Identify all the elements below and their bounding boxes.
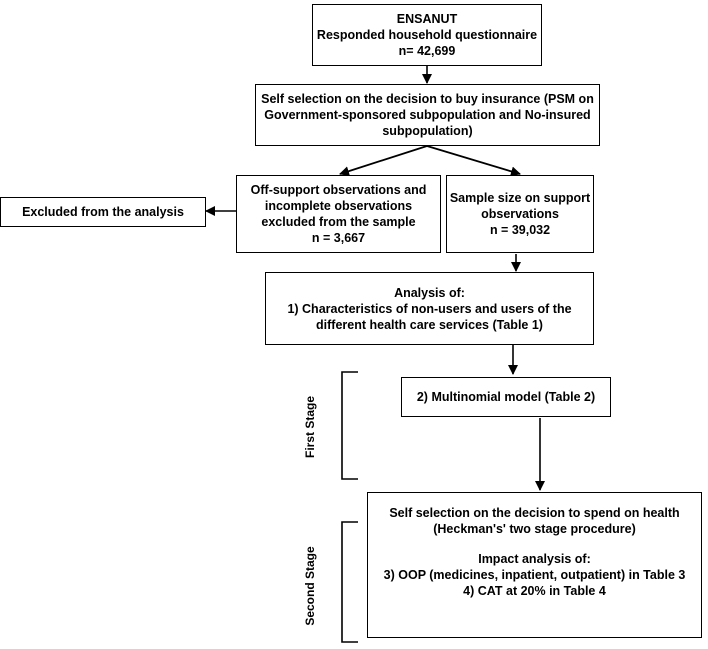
heckman-line-1: Self selection on the decision to spend … bbox=[389, 506, 680, 520]
insurance-selection-line-3: subpopulation) bbox=[382, 124, 473, 138]
analysis-line-2: 1) Characteristics of non-users and user… bbox=[287, 301, 572, 316]
insurance-selection-box: Self selection on the decision to buy in… bbox=[255, 84, 600, 146]
ensanut-title: ENSANUT bbox=[396, 12, 458, 26]
off-support-line-1: Off-support observations and bbox=[250, 183, 427, 197]
arrow-selection-to-onsupport bbox=[426, 145, 521, 177]
multinomial-label: 2) Multinomial model (Table 2) bbox=[416, 390, 596, 404]
off-support-count: n = 3,667 bbox=[311, 231, 366, 245]
on-support-box: Sample size on support observations n = … bbox=[446, 175, 594, 253]
excluded-label: Excluded from the analysis bbox=[22, 205, 184, 219]
on-support-line-1: Sample size on support bbox=[449, 191, 591, 205]
ensanut-box: ENSANUT Responded household questionnair… bbox=[312, 4, 542, 66]
impact-line-2: 3) OOP (medicines, inpatient, outpatient… bbox=[383, 568, 686, 582]
second-stage-bracket bbox=[341, 521, 358, 643]
heckman-line-2: (Heckman's' two stage procedure) bbox=[433, 522, 636, 536]
heckman-box: Self selection on the decision to spend … bbox=[367, 492, 702, 638]
analysis-box: Analysis of: 1) Characteristics of non-u… bbox=[265, 272, 594, 345]
ensanut-count: n= 42,699 bbox=[398, 44, 456, 58]
on-support-count: n = 39,032 bbox=[489, 223, 551, 237]
excluded-box: Excluded from the analysis bbox=[0, 197, 206, 227]
off-support-line-2: incomplete observations bbox=[264, 199, 413, 213]
impact-line-1: Impact analysis of: bbox=[478, 552, 591, 566]
off-support-line-3: excluded from the sample bbox=[261, 215, 416, 229]
second-stage-label: Second Stage bbox=[303, 546, 317, 626]
first-stage-bracket bbox=[341, 371, 358, 480]
arrow-selection-to-offsupport bbox=[339, 145, 428, 177]
insurance-selection-line-1: Self selection on the decision to buy in… bbox=[261, 92, 594, 106]
on-support-line-2: observations bbox=[481, 207, 559, 221]
insurance-selection-line-2: Government-sponsored subpopulation and N… bbox=[264, 108, 591, 122]
multinomial-box: 2) Multinomial model (Table 2) bbox=[401, 377, 611, 417]
analysis-line-1: Analysis of: bbox=[394, 285, 465, 300]
ensanut-subtitle: Responded household questionnaire bbox=[316, 28, 538, 42]
impact-line-3: 4) CAT at 20% in Table 4 bbox=[463, 584, 606, 598]
analysis-line-3: different health care services (Table 1) bbox=[316, 317, 543, 332]
off-support-box: Off-support observations and incomplete … bbox=[236, 175, 441, 253]
first-stage-label: First Stage bbox=[303, 395, 317, 459]
